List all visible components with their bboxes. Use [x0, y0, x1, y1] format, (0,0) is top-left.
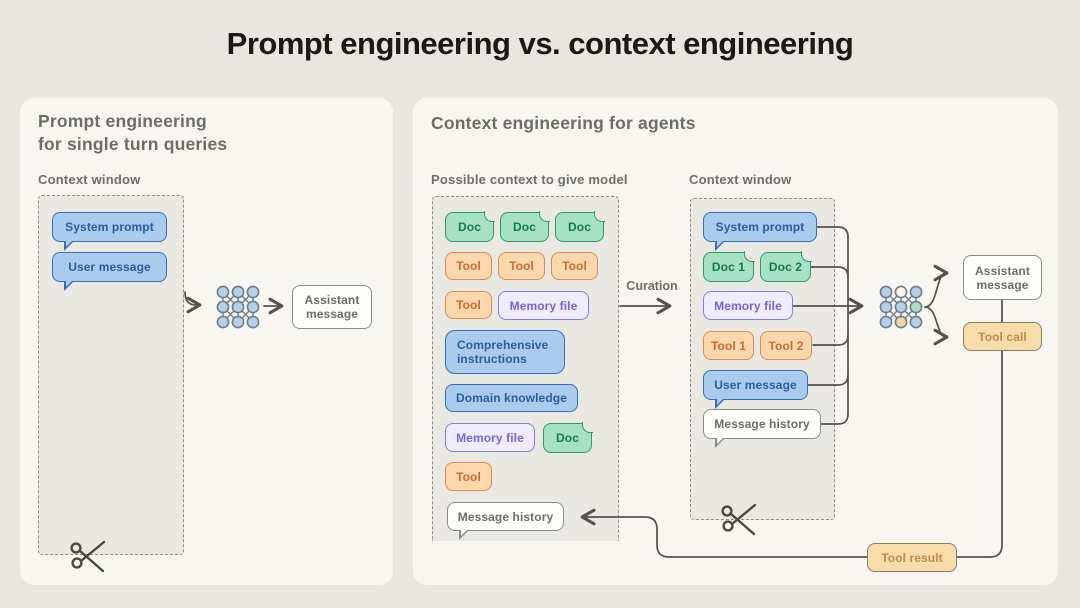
doc-box: Doc 1	[703, 251, 755, 282]
tool-box: Tool	[445, 291, 492, 319]
memory-file-box: Memory file	[445, 423, 535, 452]
tool-box: Tool 2	[760, 331, 812, 360]
system-prompt-box: System prompt	[52, 212, 167, 251]
doc-box: Doc	[555, 211, 605, 242]
pool-label: Possible context to give model	[431, 172, 628, 187]
memory-file-box: Memory file	[703, 291, 793, 320]
memory-file-box: Memory file	[498, 291, 589, 320]
left-context-window-box	[38, 195, 184, 555]
tool-box: Tool 1	[703, 331, 754, 360]
message-history-box: Message history	[447, 502, 564, 540]
left-context-window-label: Context window	[38, 172, 141, 187]
domain-knowledge-box: Domain knowledge	[445, 384, 578, 412]
tool-box: Tool	[498, 252, 545, 280]
system-prompt-box: System prompt	[703, 212, 817, 251]
page-title: Prompt engineering vs. context engineeri…	[226, 26, 854, 61]
tool-result-box: Tool result	[867, 543, 957, 572]
message-history-box: Message history	[703, 409, 821, 448]
right-context-window-label: Context window	[689, 172, 792, 187]
doc-box: Doc 2	[760, 251, 812, 282]
tool-box: Tool	[445, 252, 492, 280]
doc-box: Doc	[445, 211, 495, 242]
left-heading-line1: Prompt engineering	[38, 111, 207, 131]
doc-box: Doc	[543, 422, 593, 453]
doc-box: Doc	[500, 211, 550, 242]
assistant-message-box: Assistant message	[963, 255, 1042, 300]
left-heading-line2: for single turn queries	[38, 134, 228, 154]
tool-box: Tool	[551, 252, 598, 280]
assistant-message-box: Assistant message	[292, 285, 372, 329]
comprehensive-instructions-box: Comprehensive instructions	[445, 330, 565, 374]
left-panel-heading: Prompt engineering for single turn queri…	[38, 110, 227, 156]
right-panel-heading: Context engineering for agents	[431, 113, 696, 133]
tool-box: Tool	[445, 462, 492, 491]
tool-call-box: Tool call	[963, 322, 1042, 351]
user-message-box: User message	[703, 370, 808, 409]
curation-label: Curation	[626, 279, 678, 293]
user-message-box: User message	[52, 252, 167, 291]
